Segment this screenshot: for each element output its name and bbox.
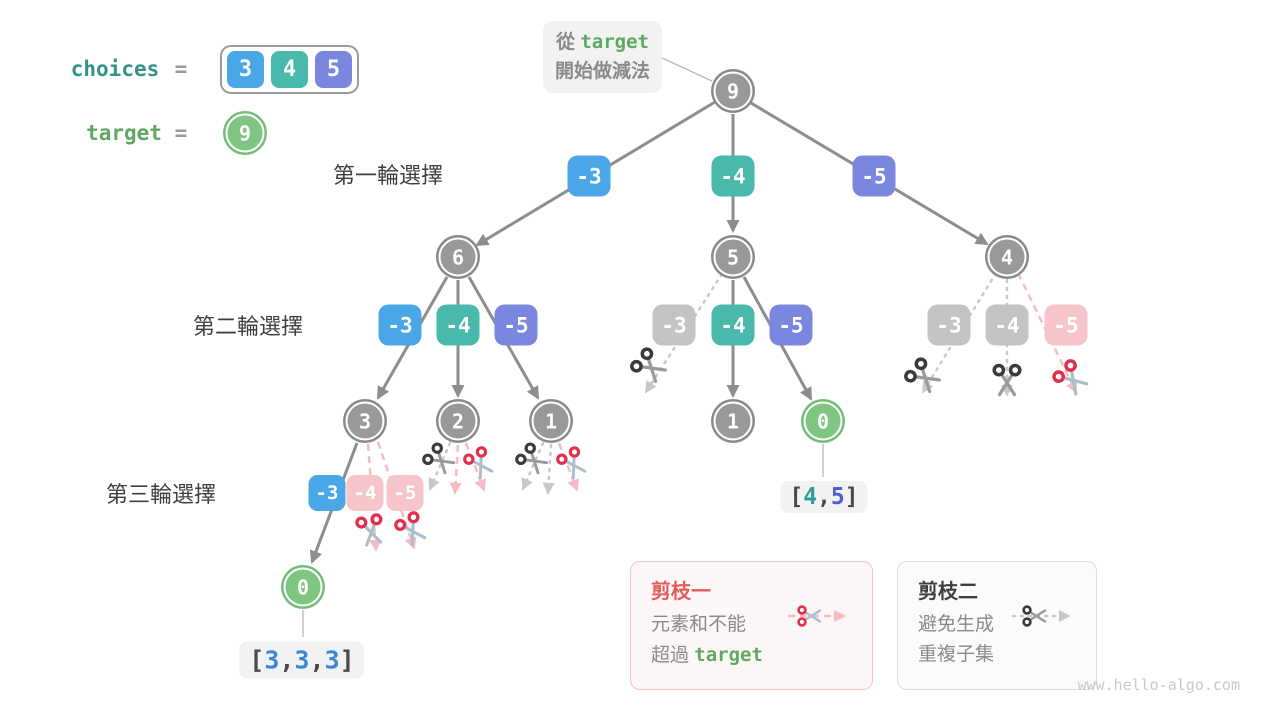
edge-label-3-m3: -3 xyxy=(308,475,346,511)
scissors-icon xyxy=(354,512,388,548)
root-callout: 從 target 開始做減法 xyxy=(543,21,663,93)
tree-node-0-solution-45: 0 xyxy=(803,401,843,441)
legend-two-line1: 避免生成 xyxy=(918,614,995,635)
tree-node-4: 4 xyxy=(987,237,1027,277)
edge-label-3-m5-pruned: -5 xyxy=(386,475,424,511)
legend-pruning-one: 剪枝一 元素和不能 超過 target xyxy=(630,561,873,690)
scissors-icon xyxy=(513,440,552,479)
value-5: 5 xyxy=(830,484,845,510)
black-scissors-icon xyxy=(1011,605,1071,627)
edge-label-4-m5-pruned: -5 xyxy=(1044,304,1088,346)
tree-node-3: 3 xyxy=(345,401,385,441)
scissors-icon xyxy=(628,345,671,388)
edge-label-6-m4: -4 xyxy=(436,304,480,346)
choices-array: 3 4 5 xyxy=(220,45,359,94)
target-equals: = xyxy=(174,121,188,145)
result-333: [3,3,3] xyxy=(239,641,365,679)
scissors-icon xyxy=(992,363,1022,397)
edge-label-6-m5: -5 xyxy=(494,304,538,346)
target-value-node: 9 xyxy=(225,113,265,153)
edge-label-5-m4: -4 xyxy=(711,304,755,346)
edge-label-6-m3: -3 xyxy=(378,304,422,346)
scissors-icon xyxy=(461,444,498,482)
value-4: 4 xyxy=(803,484,818,510)
tree-node-0-solution-333: 0 xyxy=(283,567,323,607)
comma: , xyxy=(279,645,295,675)
callout-keyword: target xyxy=(580,31,649,53)
comma: , xyxy=(309,645,325,675)
callout-line2: 開始做減法 xyxy=(555,60,651,82)
round-label-1: 第一輪選擇 xyxy=(332,163,444,188)
round-label-2: 第二輪選擇 xyxy=(192,314,304,339)
edge-label-5-m5: -5 xyxy=(769,304,813,346)
bracket: ] xyxy=(844,484,859,510)
scissors-icon xyxy=(420,440,459,479)
tree-node-5: 5 xyxy=(713,237,753,277)
edge-label-l1-m4: -4 xyxy=(711,155,755,197)
edge-label-l1-m5: -5 xyxy=(852,155,896,197)
legend-two-title: 剪枝二 xyxy=(918,581,978,603)
legend-one-keyword: target xyxy=(694,644,763,667)
choice-chip-4: 4 xyxy=(271,51,308,88)
bracket: [ xyxy=(789,484,804,510)
edge-label-4-m4-pruned: -4 xyxy=(985,304,1029,346)
connector-lines xyxy=(302,56,824,637)
round-label-3: 第三輪選擇 xyxy=(105,482,217,507)
scissors-icon xyxy=(902,355,945,398)
legend-one-title: 剪枝一 xyxy=(651,581,711,603)
watermark: www.hello-algo.com xyxy=(1077,676,1240,694)
red-scissors-icon xyxy=(788,605,846,627)
legend-two-line2: 重複子集 xyxy=(918,644,995,666)
legend-one-line2: 超過 target xyxy=(651,640,872,671)
callout-prefix: 從 xyxy=(556,32,581,53)
legend-pruning-two: 剪枝二 避免生成 重複子集 xyxy=(897,561,1097,690)
result-45: [4,5] xyxy=(780,481,868,513)
target-label: target xyxy=(86,121,162,145)
choice-chip-3: 3 xyxy=(227,51,264,88)
tree-node-6: 6 xyxy=(438,237,478,277)
legend-one-line2-prefix: 超過 xyxy=(651,645,695,667)
edge-label-4-m3-pruned: -3 xyxy=(927,304,971,346)
scissors-icon xyxy=(1050,357,1093,400)
choices-label: choices xyxy=(70,57,160,81)
comma: , xyxy=(817,484,831,510)
bracket: [ xyxy=(249,645,265,675)
tree-node-root-9: 9 xyxy=(713,71,753,111)
scissors-icon xyxy=(554,444,591,482)
choices-equals: = xyxy=(174,57,188,81)
choice-chip-5: 5 xyxy=(315,51,352,88)
edge-label-5-m3-pruned: -3 xyxy=(652,304,696,346)
legend-one-line1: 元素和不能 xyxy=(651,614,747,635)
tree-node-1a: 1 xyxy=(531,401,571,441)
value-3: 3 xyxy=(264,645,280,675)
scissors-icon xyxy=(392,509,431,549)
tree-node-2: 2 xyxy=(438,401,478,441)
bracket: ] xyxy=(339,645,355,675)
callout-connector xyxy=(659,56,713,82)
tree-node-1b: 1 xyxy=(713,401,753,441)
edge-label-3-m4-pruned: -4 xyxy=(346,475,384,511)
edge-label-l1-m3: -3 xyxy=(567,155,611,197)
value-3: 3 xyxy=(324,645,340,675)
value-3: 3 xyxy=(294,645,310,675)
